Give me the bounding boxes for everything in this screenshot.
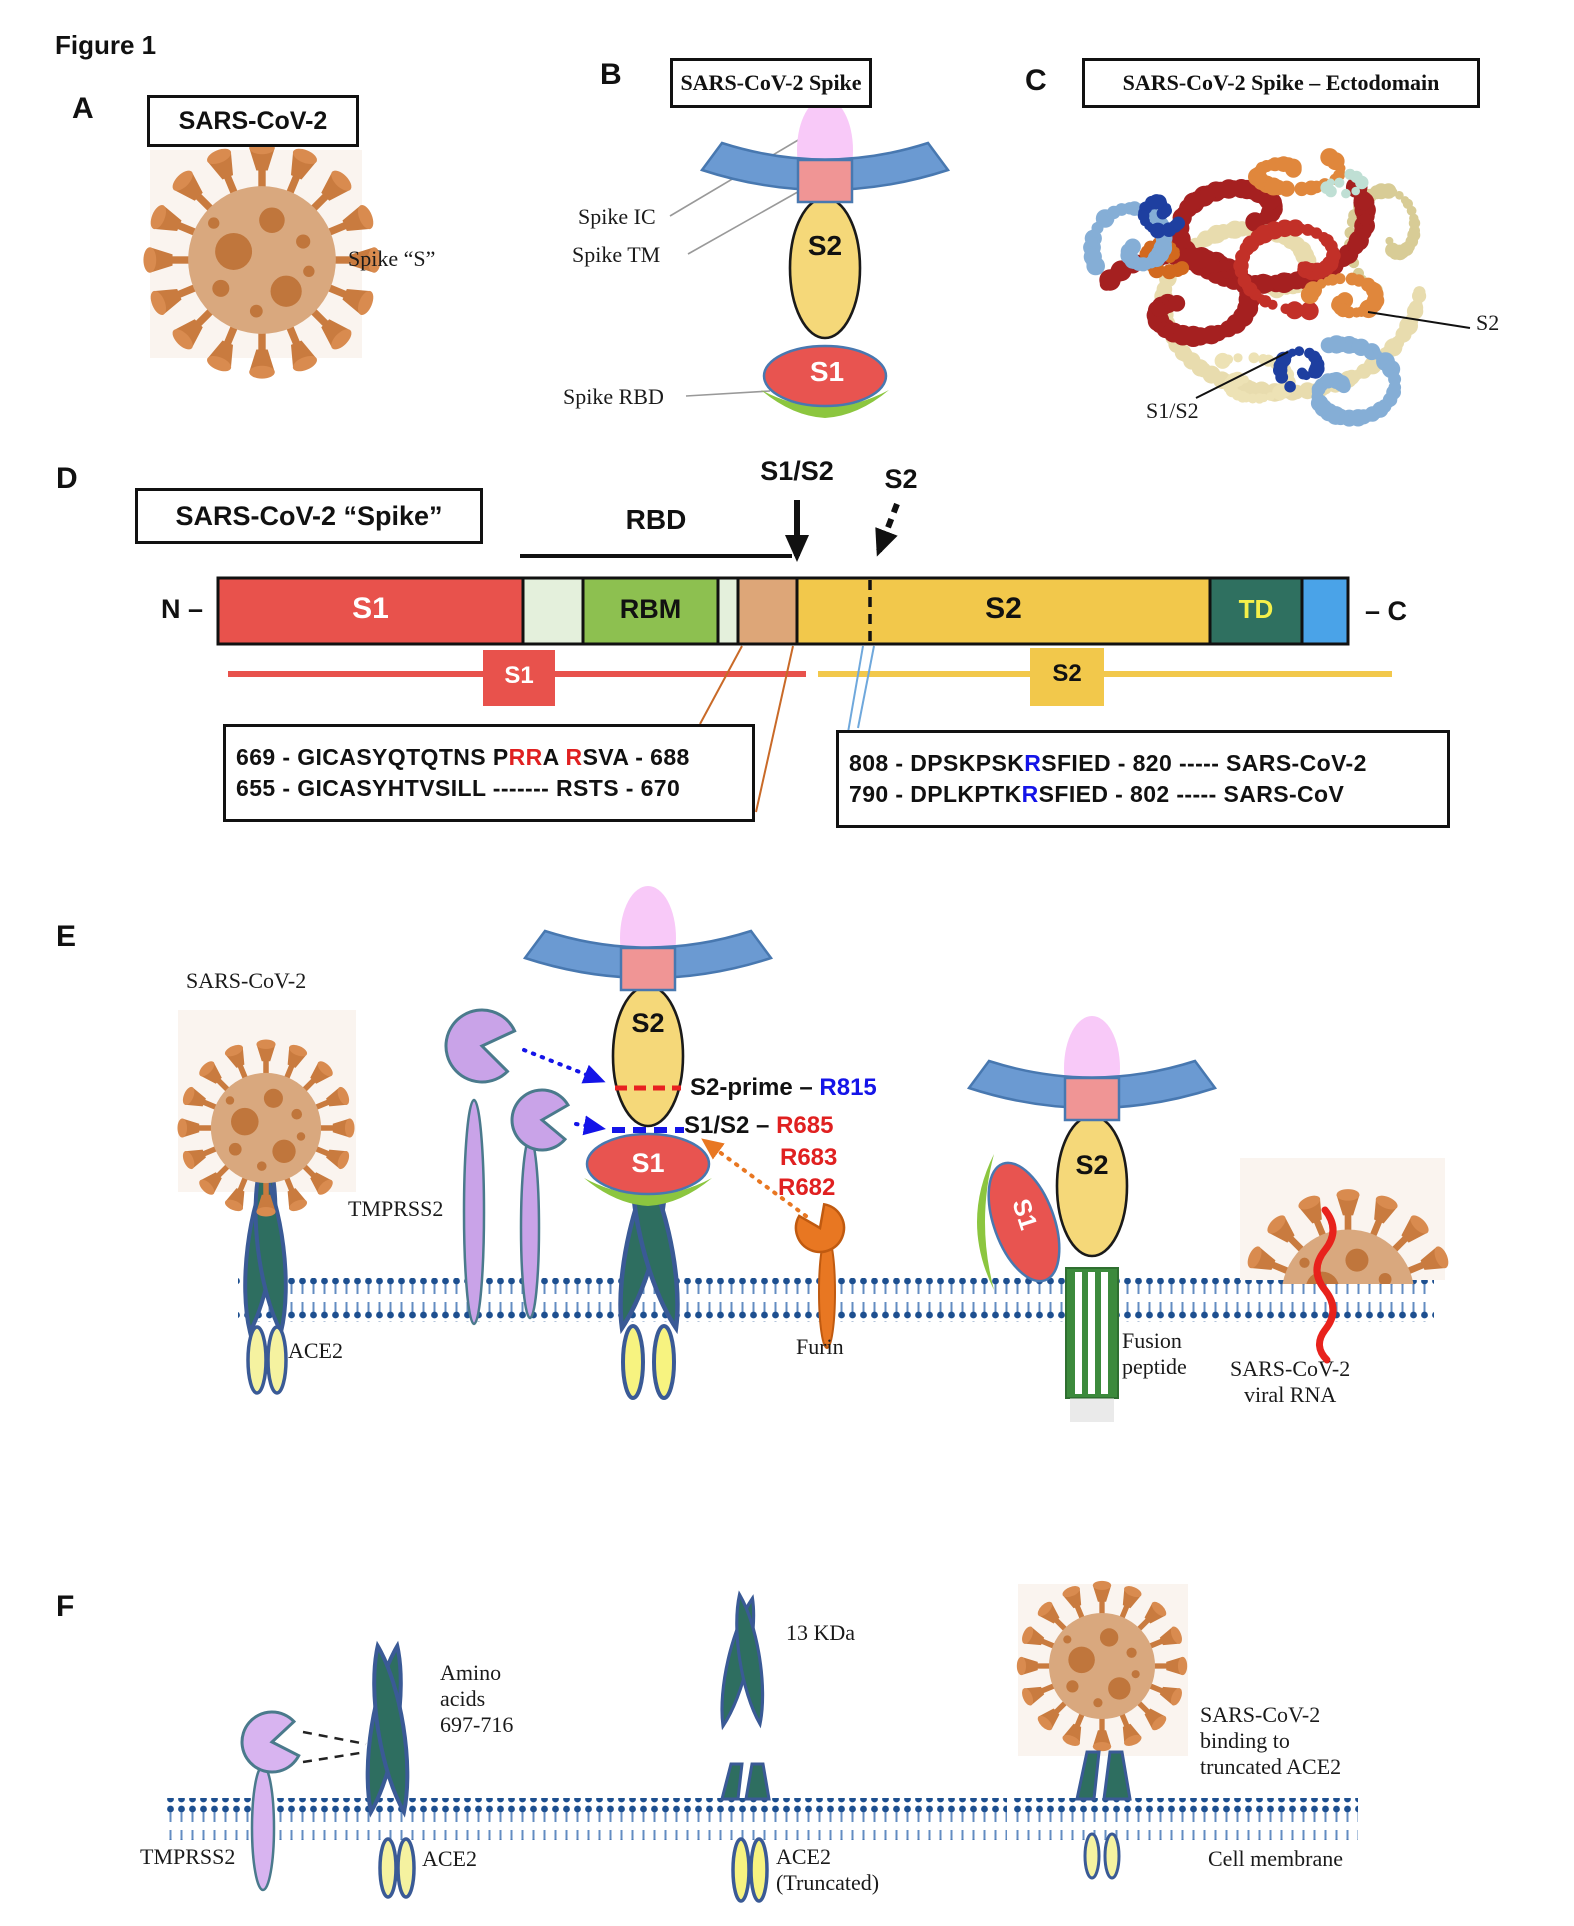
tmprss2-label-e: TMPRSS2 bbox=[348, 1196, 444, 1221]
s1s2-site-label: S1/S2 – R685 bbox=[684, 1112, 834, 1139]
rbd-label: RBD bbox=[625, 504, 687, 535]
r682-label: R682 bbox=[778, 1174, 836, 1201]
sequence-box-s2-prime: 808 - DPSKPSKRSFIED - 820 ----- SARS-CoV… bbox=[836, 730, 1450, 828]
tmprss2-cleaves-ace2 bbox=[240, 1642, 419, 1899]
cell-membrane-label: Cell membrane bbox=[1208, 1846, 1344, 1871]
s1-label-b: S1 bbox=[809, 356, 845, 387]
line-s1-label: S1 bbox=[504, 662, 534, 689]
s2-label-c: S2 bbox=[1476, 310, 1500, 335]
viral-rna-squiggle bbox=[1313, 1206, 1337, 1364]
s2-label-b: S2 bbox=[807, 230, 843, 261]
virus-icon bbox=[143, 141, 380, 378]
ectodomain-structure bbox=[1083, 148, 1427, 427]
ace2-truncated-label: ACE2(Truncated) bbox=[776, 1844, 880, 1895]
s2-label-right: S2 bbox=[1075, 1150, 1109, 1180]
s1s2-arrow-label: S1/S2 bbox=[760, 456, 834, 486]
panel-a-letter: A bbox=[72, 92, 94, 125]
virus-releasing-rna bbox=[1240, 1158, 1455, 1364]
r683-label: R683 bbox=[780, 1144, 838, 1171]
tmprss2-label-f: TMPRSS2 bbox=[140, 1844, 236, 1869]
spike-rbd-label: Spike RBD bbox=[563, 384, 664, 409]
tmprss2-proteins bbox=[444, 1008, 571, 1326]
s2-prime-site-label: S2-prime – R815 bbox=[690, 1074, 877, 1101]
figure-label: Figure 1 bbox=[55, 30, 157, 60]
s1s2-label-c: S1/S2 bbox=[1146, 398, 1199, 423]
panel-a-title: SARS-CoV-2 bbox=[147, 95, 359, 147]
s2-arrow-label: S2 bbox=[884, 464, 918, 494]
kda-label: 13 KDa bbox=[786, 1620, 856, 1645]
virus-on-ace2 bbox=[177, 1010, 356, 1395]
virus-label-e: SARS-CoV-2 bbox=[186, 968, 307, 993]
ace2-label-f: ACE2 bbox=[422, 1846, 477, 1871]
panel-d-title: SARS-CoV-2 “Spike” bbox=[135, 488, 483, 544]
shed-ace2-fragment bbox=[711, 1591, 772, 1903]
cell-membrane-f bbox=[167, 1798, 1358, 1840]
c-terminus: – C bbox=[1364, 596, 1408, 626]
spike-on-ace2 bbox=[523, 884, 773, 1400]
virus-on-truncated-ace2 bbox=[1017, 1581, 1188, 1880]
spike-s-label: Spike “S” bbox=[348, 246, 436, 271]
panel-c-letter: C bbox=[1025, 64, 1047, 97]
n-terminus: N – bbox=[160, 594, 204, 624]
panel-c-title: SARS-CoV-2 Spike – Ectodomain bbox=[1082, 58, 1480, 108]
spike-fusion-peptide bbox=[967, 1014, 1217, 1422]
panel-f-letter: F bbox=[56, 1590, 75, 1623]
s1-label-center: S1 bbox=[631, 1148, 665, 1178]
panel-e-letter: E bbox=[56, 920, 77, 953]
panel-d-letter: D bbox=[56, 462, 78, 495]
panel-b-letter: B bbox=[600, 58, 622, 91]
furin-protein bbox=[794, 1202, 846, 1349]
spike-diagram bbox=[669, 96, 950, 420]
seg-s2-label: S2 bbox=[985, 592, 1022, 625]
spike-tm-label: Spike TM bbox=[572, 242, 661, 267]
cell-membrane bbox=[238, 1278, 1434, 1322]
seg-td-label: TD bbox=[1238, 594, 1274, 624]
sequence-box-sars-cov-2-s1s2: 669 - GICASYQTQTNS PRRA RSVA - 688 655 -… bbox=[223, 724, 755, 822]
line-s2-label: S2 bbox=[1052, 660, 1082, 687]
ace2-label-e: ACE2 bbox=[288, 1338, 343, 1363]
seg-s1-label: S1 bbox=[352, 592, 389, 625]
spike-ic-label: Spike IC bbox=[578, 204, 656, 229]
furin-label: Furin bbox=[796, 1334, 844, 1359]
s2-label-center: S2 bbox=[631, 1008, 665, 1038]
panel-b-title: SARS-CoV-2 Spike bbox=[670, 58, 872, 108]
spike-domain-map bbox=[216, 500, 1392, 813]
seg-rbm-label: RBM bbox=[619, 594, 682, 624]
